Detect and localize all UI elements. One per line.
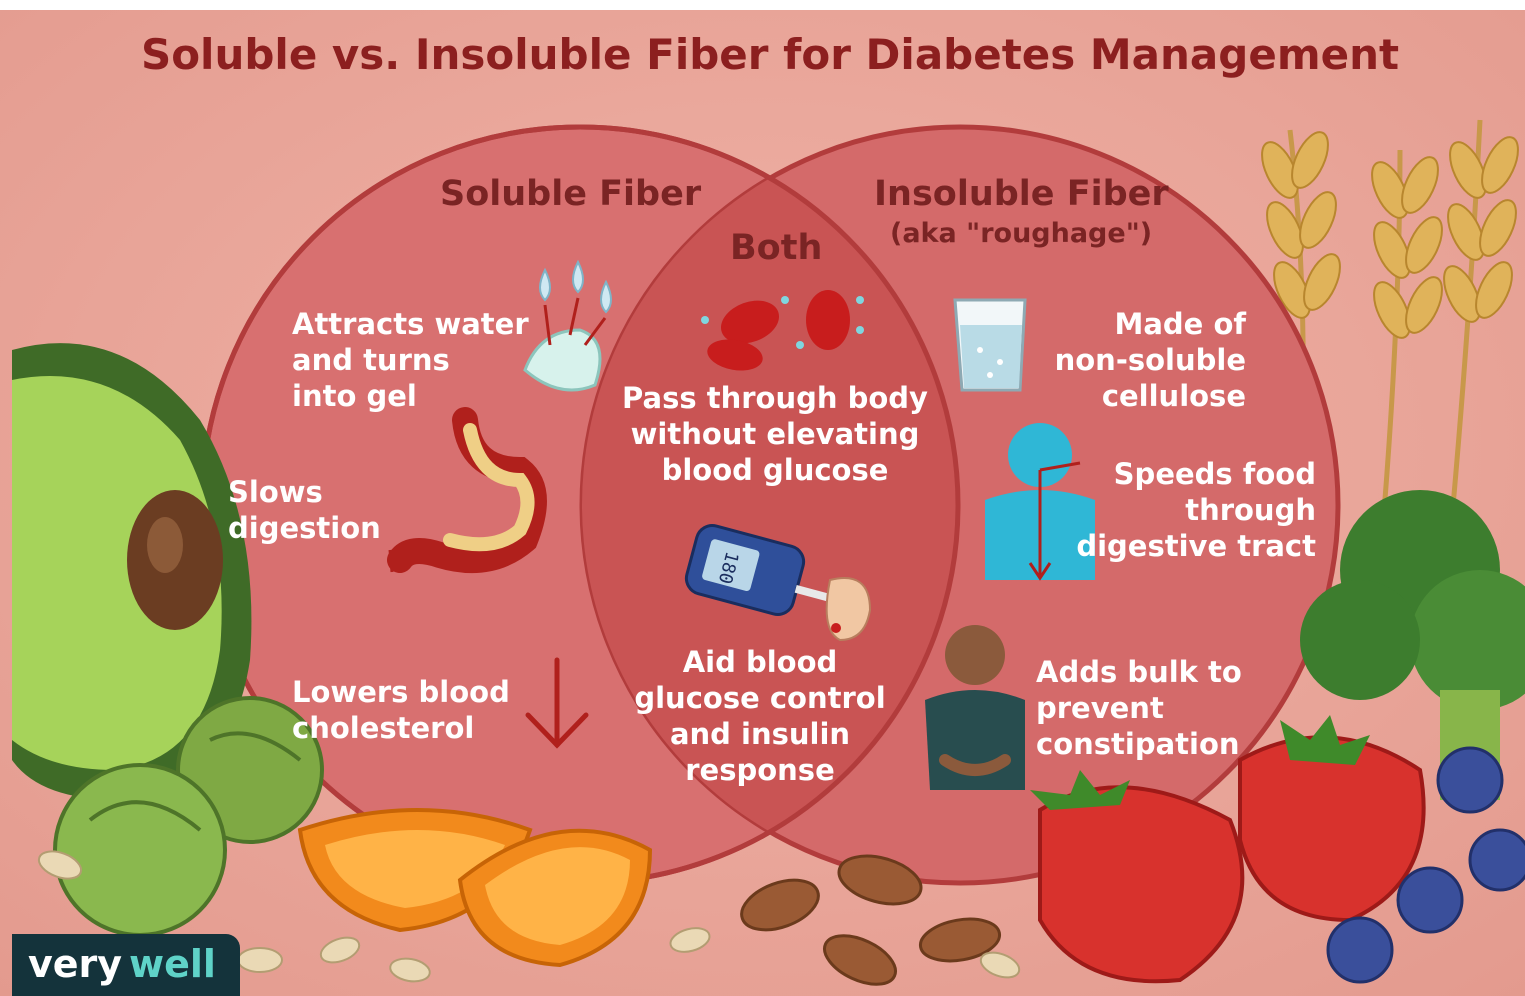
soluble-point-digestion: Slows digestion — [228, 474, 381, 546]
page-title: Soluble vs. Insoluble Fiber for Diabetes… — [0, 30, 1525, 79]
insoluble-point-bulk: Adds bulk to prevent constipation — [1036, 654, 1242, 762]
insoluble-point-speeds: Speeds food through digestive tract — [1070, 456, 1316, 564]
water-glass-icon — [955, 300, 1025, 390]
insoluble-point-cellulose: Made of non-soluble cellulose — [1030, 306, 1246, 414]
verywell-logo: very well — [12, 934, 240, 996]
insoluble-fiber-heading: Insoluble Fiber — [874, 174, 1169, 214]
soluble-point-cholesterol: Lowers blood cholesterol — [292, 674, 510, 746]
insoluble-fiber-subheading: (aka "roughage") — [890, 218, 1152, 249]
both-heading: Both — [730, 228, 822, 268]
logo-text-very: very — [28, 942, 122, 986]
both-point-control: Aid blood glucose control and insulin re… — [620, 644, 900, 788]
soluble-point-gel: Attracts water and turns into gel — [292, 306, 529, 414]
soluble-fiber-heading: Soluble Fiber — [440, 174, 701, 214]
both-point-glucose: Pass through body without elevating bloo… — [620, 380, 930, 488]
logo-text-well: well — [129, 942, 216, 986]
